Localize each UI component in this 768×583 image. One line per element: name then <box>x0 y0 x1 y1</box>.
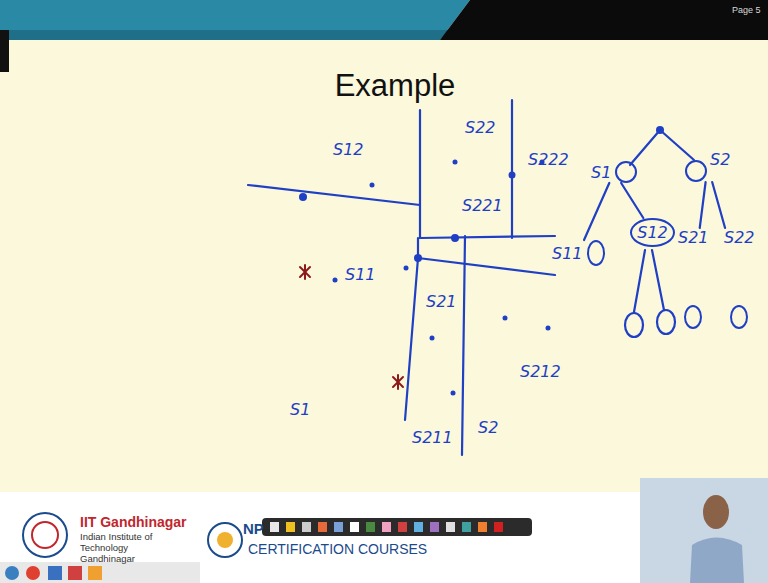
node-label: S21 <box>678 228 709 247</box>
leaf-circle <box>685 160 707 182</box>
region-label: S2 <box>478 418 498 437</box>
region-label: S221 <box>462 196 503 215</box>
tree-node: S11 <box>552 240 605 266</box>
leaf-circle <box>684 305 702 329</box>
course-banner: CERTIFICATION COURSES <box>248 541 427 557</box>
tree-node: S1 <box>591 161 637 183</box>
leaf-circle <box>730 305 748 329</box>
region-label: S11 <box>345 265 376 284</box>
institute-subtitle: Indian Institute of Technology Gandhinag… <box>80 532 176 565</box>
node-label: S2 <box>710 150 730 169</box>
region-label: S222 <box>528 150 569 169</box>
leaf-circle <box>587 240 605 266</box>
node-label: S11 <box>552 244 583 263</box>
region-label: S22 <box>465 118 496 137</box>
tree-node: S12 <box>630 218 675 247</box>
node-label: S1 <box>591 163 611 182</box>
region-label: S12 <box>333 140 364 159</box>
tree-node: S22 <box>724 228 755 329</box>
tree-branch <box>712 182 725 228</box>
slide-title: Example <box>335 68 456 104</box>
node-label: S12 <box>637 223 668 242</box>
tree-branch <box>700 182 706 228</box>
tree-branch <box>584 183 609 240</box>
region-label: S211 <box>412 428 453 447</box>
page-number: Page 5 <box>732 5 761 15</box>
institute-name: IIT Gandhinagar <box>80 514 187 530</box>
node-label: S22 <box>724 228 755 247</box>
leaf-circle <box>615 161 637 183</box>
region-label: S1 <box>290 400 310 419</box>
tree-node: S2 <box>685 150 730 182</box>
course-logo-text: NP <box>243 520 264 537</box>
tree-branch <box>621 183 643 218</box>
tree-node: S21 <box>678 228 709 329</box>
region-label: S212 <box>520 362 561 381</box>
region-label: S21 <box>426 292 457 311</box>
